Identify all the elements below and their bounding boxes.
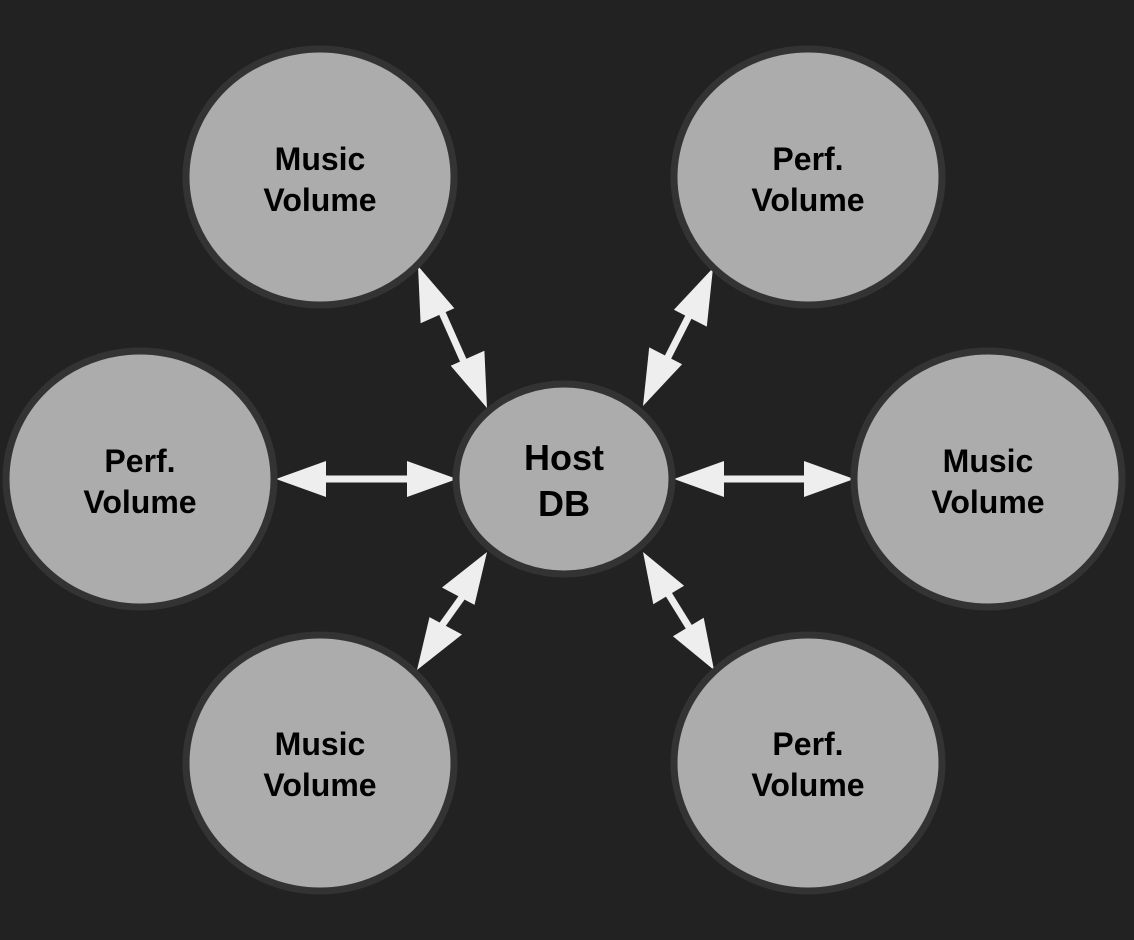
node-shape — [850, 347, 1126, 611]
arrowhead — [643, 552, 685, 605]
arrowhead — [417, 617, 462, 670]
node-host-db: Host DB — [452, 380, 676, 578]
node-label-line-2: Volume — [931, 484, 1044, 520]
node-label-line-1: Perf. — [772, 141, 843, 177]
node-label-line-1: Music — [275, 726, 366, 762]
arrowhead — [450, 350, 487, 408]
edge-host-to-perf-volume-top-right — [643, 268, 713, 406]
edge-host-to-perf-volume-left — [276, 461, 457, 497]
node-label-line-1: Host — [524, 437, 604, 478]
node-label-line-2: Volume — [83, 484, 196, 520]
arrowhead — [442, 552, 487, 605]
node-label-line-2: Volume — [751, 182, 864, 218]
node-shape — [670, 631, 946, 895]
arrowhead — [643, 347, 683, 406]
edge-host-to-music-volume-bottom-left — [417, 552, 487, 670]
node-perf-volume-left: Perf. Volume — [2, 347, 278, 611]
node-label-line-2: DB — [538, 483, 590, 524]
node-label-line-1: Music — [275, 141, 366, 177]
edge-host-to-perf-volume-bottom-right — [643, 552, 714, 670]
node-label-line-1: Perf. — [104, 443, 175, 479]
edge-shaft — [660, 308, 696, 367]
node-perf-volume-top-right: Perf. Volume — [670, 45, 946, 309]
arrowhead — [407, 461, 457, 497]
node-shape — [182, 45, 458, 309]
arrowhead — [418, 266, 455, 324]
node-shape — [182, 631, 458, 895]
node-label-line-2: Volume — [263, 767, 376, 803]
node-music-volume-top-left: Music Volume — [182, 45, 458, 309]
arrowhead — [804, 461, 854, 497]
edge-host-to-music-volume-right — [674, 461, 854, 497]
arrowhead — [276, 461, 326, 497]
arrowhead — [674, 461, 724, 497]
edges — [276, 266, 854, 670]
node-perf-volume-bottom-right: Perf. Volume — [670, 631, 946, 895]
edge-host-to-music-volume-top-left — [418, 266, 487, 408]
edge-shaft — [437, 590, 468, 631]
edge-shaft — [663, 588, 695, 634]
node-shape — [2, 347, 278, 611]
edge-shaft — [436, 306, 468, 364]
node-music-volume-right: Music Volume — [850, 347, 1126, 611]
arrowhead — [673, 268, 713, 327]
node-label-line-2: Volume — [263, 182, 376, 218]
node-label-line-1: Music — [943, 443, 1034, 479]
node-label-line-1: Perf. — [772, 726, 843, 762]
node-shape — [670, 45, 946, 309]
arrowhead — [672, 617, 714, 670]
node-music-volume-bottom-left: Music Volume — [182, 631, 458, 895]
node-shape — [452, 380, 676, 578]
node-label-line-2: Volume — [751, 767, 864, 803]
